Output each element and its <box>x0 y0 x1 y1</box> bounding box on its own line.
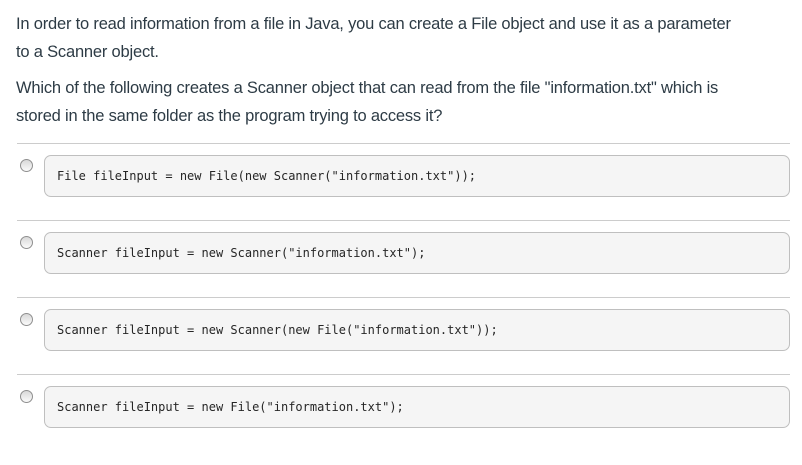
answer-row: Scanner fileInput = new Scanner(new File… <box>17 309 790 351</box>
answer-code-option-1[interactable]: File fileInput = new File(new Scanner("i… <box>44 155 790 197</box>
answer-row: Scanner fileInput = new File("informatio… <box>17 386 790 428</box>
answer-code-option-2[interactable]: Scanner fileInput = new Scanner("informa… <box>44 232 790 274</box>
question-line: Which of the following creates a Scanner… <box>16 79 719 97</box>
radio-button-option-2[interactable] <box>20 236 33 249</box>
answer-option-1: File fileInput = new File(new Scanner("i… <box>17 143 790 220</box>
answer-option-3: Scanner fileInput = new Scanner(new File… <box>17 297 790 374</box>
answer-row: Scanner fileInput = new Scanner("informa… <box>17 232 790 274</box>
question-paragraph-2: Which of the following creates a Scanner… <box>16 74 786 130</box>
answer-code-option-3[interactable]: Scanner fileInput = new Scanner(new File… <box>44 309 790 351</box>
answer-option-2: Scanner fileInput = new Scanner("informa… <box>17 220 790 297</box>
radio-button-option-4[interactable] <box>20 390 33 403</box>
radio-button-option-3[interactable] <box>20 313 33 326</box>
answer-list: File fileInput = new File(new Scanner("i… <box>0 143 802 451</box>
question-paragraph-1: In order to read information from a file… <box>16 10 786 66</box>
radio-button-option-1[interactable] <box>20 159 33 172</box>
answer-code-option-4[interactable]: Scanner fileInput = new File("informatio… <box>44 386 790 428</box>
question-line: stored in the same folder as the program… <box>16 107 443 125</box>
answer-row: File fileInput = new File(new Scanner("i… <box>17 155 790 197</box>
question-line: to a Scanner object. <box>16 43 159 61</box>
question-text: In order to read information from a file… <box>0 0 802 130</box>
question-line: In order to read information from a file… <box>16 15 731 33</box>
answer-option-4: Scanner fileInput = new File("informatio… <box>17 374 790 451</box>
